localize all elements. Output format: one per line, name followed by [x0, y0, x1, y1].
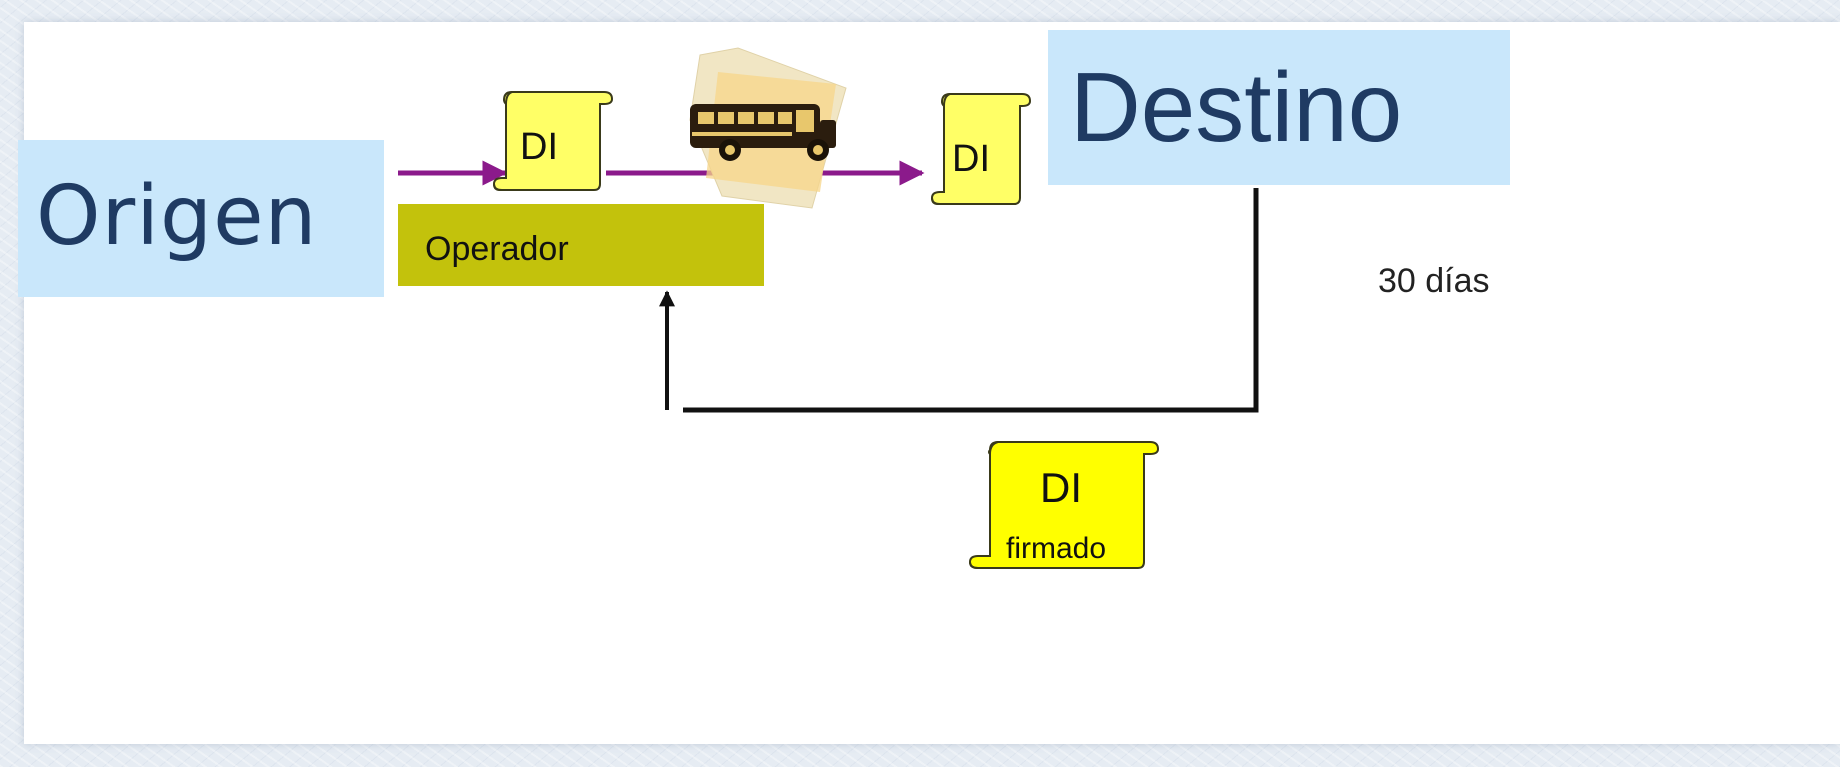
operador-box	[398, 204, 764, 286]
return-line	[683, 188, 1259, 413]
document-label: DI	[520, 126, 558, 168]
school-bus-icon	[689, 47, 847, 209]
origen-label: Origen	[36, 169, 318, 264]
scroll-document-icon	[492, 91, 614, 191]
scroll-document-icon	[930, 93, 1032, 205]
document-label: DI	[952, 138, 990, 180]
scroll-document-icon	[968, 441, 1160, 569]
destino-label: Destino	[1070, 52, 1403, 162]
destino-box	[1048, 30, 1510, 185]
operador-label: Operador	[425, 230, 569, 268]
origen-box	[18, 140, 384, 297]
document-sublabel: firmado	[1006, 532, 1107, 565]
document-label: DI	[1040, 464, 1082, 511]
time-annotation: 30 días	[1378, 262, 1490, 300]
